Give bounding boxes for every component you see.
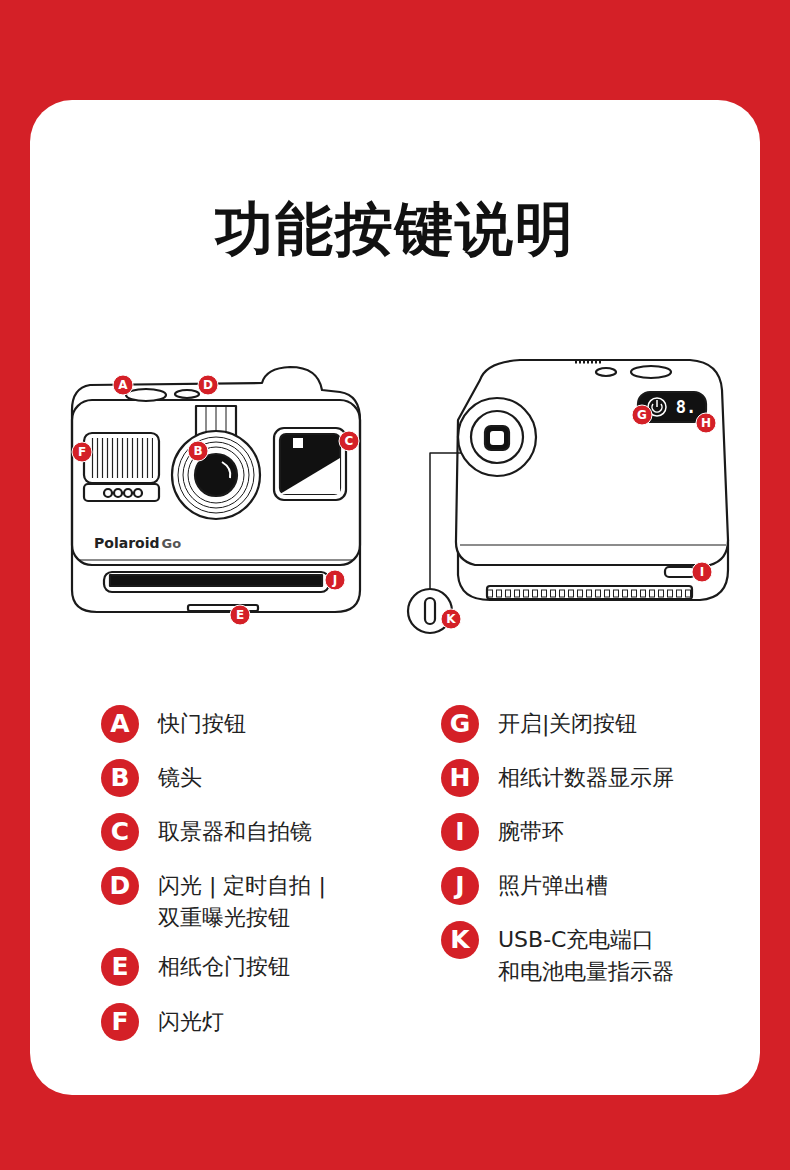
callout-letter: E <box>230 605 251 626</box>
callout-letter: C <box>339 431 360 452</box>
back-camera-part <box>487 586 692 599</box>
counter-digit: 8. <box>676 397 696 417</box>
front-camera <box>72 367 360 612</box>
callout-letter: F <box>72 442 93 463</box>
key-letter: J <box>441 867 479 905</box>
front-camera-part <box>134 489 142 497</box>
front-camera-part <box>72 367 360 612</box>
front-camera-part <box>124 489 132 497</box>
back-camera-part <box>460 544 726 545</box>
key-letter: I <box>441 813 479 851</box>
key-letter: B <box>101 759 139 797</box>
front-camera-part <box>90 438 153 478</box>
back-camera <box>408 360 728 633</box>
callout-letter: K <box>441 609 462 630</box>
front-camera-part <box>84 484 159 501</box>
front-camera-part <box>84 433 159 483</box>
back-camera-part <box>430 453 462 589</box>
callout-letter: A <box>113 375 134 396</box>
key-description: 快门按钮 <box>158 708 246 740</box>
front-camera-part <box>280 434 340 494</box>
front-camera-part <box>175 390 199 398</box>
key-letter: A <box>101 705 139 743</box>
callout-letter: J <box>325 570 346 591</box>
front-camera-part <box>110 575 322 586</box>
key-description: 取景器和自拍镜 <box>158 816 312 848</box>
front-camera-part <box>222 462 230 478</box>
back-camera-part <box>471 411 523 463</box>
front-camera-part <box>178 437 254 513</box>
key-letter: D <box>101 867 139 905</box>
front-camera-part <box>274 428 346 500</box>
callout-letter: G <box>632 405 653 426</box>
callout-letter: B <box>188 441 209 462</box>
callout-letter: H <box>696 413 717 434</box>
back-camera-part <box>456 360 728 565</box>
back-camera-part <box>652 400 662 412</box>
key-description: 开启|关闭按钮 <box>498 708 637 740</box>
callout-letter: D <box>198 375 219 396</box>
key-description: USB-C充电端口 和电池电量指示器 <box>498 924 713 988</box>
page-title: 功能按键说明 <box>215 191 575 269</box>
key-description: 照片弹出槽 <box>498 870 608 902</box>
key-letter: E <box>101 948 139 986</box>
brand-text: Polaroid <box>94 535 159 551</box>
front-camera-part <box>280 458 340 494</box>
back-camera-part <box>490 431 504 445</box>
back-camera-part <box>665 567 695 577</box>
back-camera-part <box>485 426 509 450</box>
front-camera-part <box>72 400 360 565</box>
key-description: 相纸计数器显示屏 <box>498 762 674 794</box>
key-letter: G <box>441 705 479 743</box>
back-camera-part <box>425 598 435 624</box>
key-letter: H <box>441 759 479 797</box>
key-description: 腕带环 <box>498 816 564 848</box>
front-camera-part <box>104 489 112 497</box>
key-letter: F <box>101 1003 139 1041</box>
front-camera-part <box>104 572 329 592</box>
front-camera-part <box>114 489 122 497</box>
key-description: 闪光 | 定时自拍 | 双重曝光按钮 <box>158 870 373 934</box>
key-description: 相纸仓门按钮 <box>158 951 290 983</box>
white-card <box>30 100 760 1095</box>
back-camera-part <box>596 368 616 376</box>
back-camera-part <box>458 398 536 476</box>
brand-text: Go <box>161 536 181 551</box>
callout-letter: I <box>692 562 713 583</box>
key-letter: K <box>441 921 479 959</box>
back-camera-part <box>631 366 671 378</box>
front-camera-part <box>293 438 303 448</box>
key-letter: C <box>101 813 139 851</box>
front-camera-part <box>126 389 166 401</box>
back-camera-part <box>575 361 603 364</box>
front-camera-part <box>172 431 260 519</box>
key-description: 闪光灯 <box>158 1006 224 1038</box>
front-camera-part <box>80 559 352 560</box>
key-description: 镜头 <box>158 762 202 794</box>
